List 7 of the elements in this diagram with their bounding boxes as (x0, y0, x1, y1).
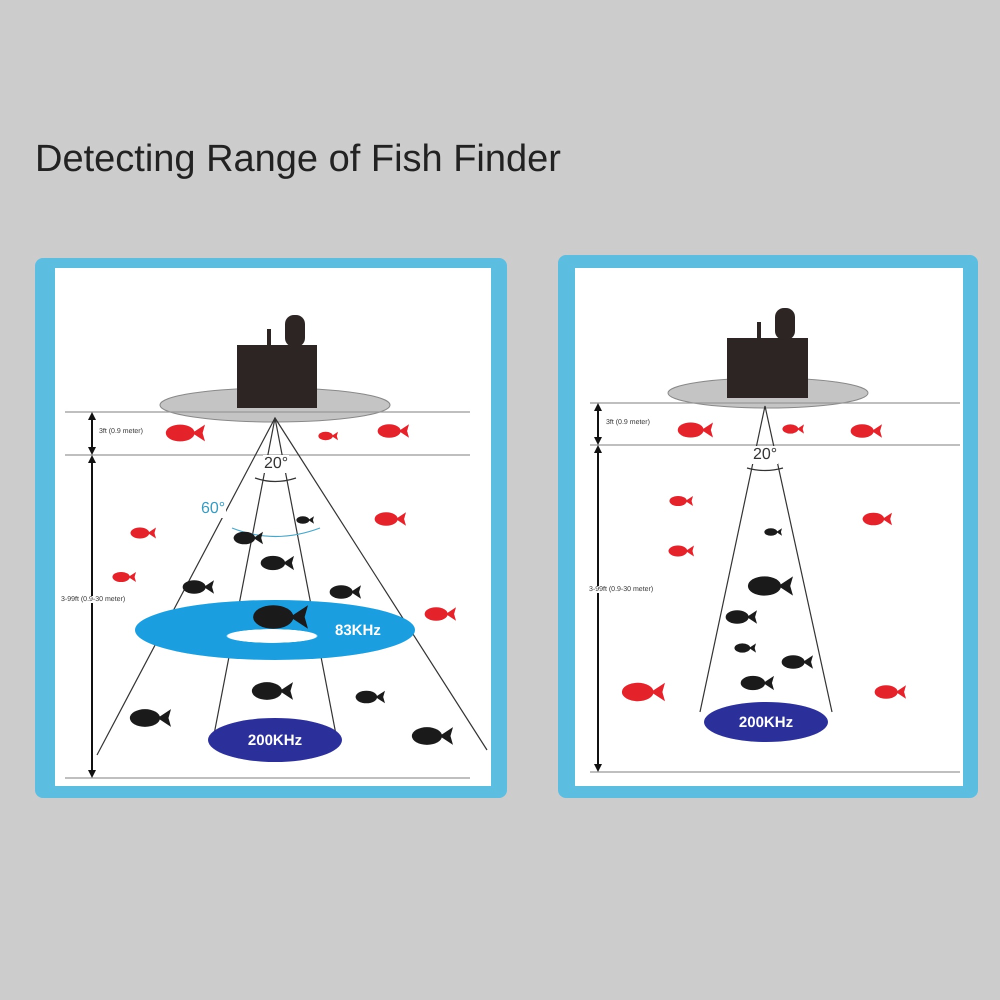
frequency-label: 200KHz (248, 732, 302, 748)
angle-label: 20° (752, 446, 778, 464)
angle-label: 20° (263, 455, 290, 473)
title: Detecting Range of Fish Finder (35, 138, 561, 181)
frequency-label: 83KHz (335, 622, 381, 638)
angle-label: 60° (200, 500, 226, 518)
frequency-label: 200KHz (738, 714, 794, 730)
